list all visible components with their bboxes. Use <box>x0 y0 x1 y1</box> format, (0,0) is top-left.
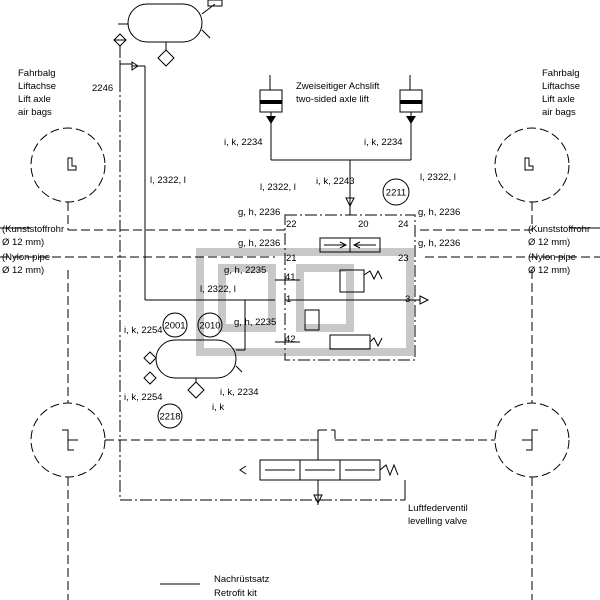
svg-text:Zweiseitiger Achslift: Zweiseitiger Achslift <box>296 81 380 92</box>
axle-lift-cylinder-left <box>259 75 283 160</box>
svg-text:Nachrüstsatz: Nachrüstsatz <box>214 574 270 585</box>
label-legend: Nachrüstsatz Retrofit kit <box>214 574 270 599</box>
code-l2322-vert: l, 2322, l <box>150 175 186 186</box>
label-axle-lift: Zweiseitiger Achslift two-sided axle lif… <box>296 81 380 105</box>
svg-text:2211: 2211 <box>386 188 406 199</box>
svg-text:Lift axle: Lift axle <box>542 94 575 105</box>
svg-text:(Kunststoffrohr: (Kunststoffrohr <box>528 224 590 235</box>
svg-text:Retrofit kit: Retrofit kit <box>214 588 257 599</box>
port-20: 20 <box>358 219 369 230</box>
code-ik2254-a: i, k, 2254 <box>124 325 163 336</box>
code-l2322-right: l, 2322, l <box>420 172 456 183</box>
reservoir-tank <box>143 300 246 399</box>
svg-text:Liftachse: Liftachse <box>18 81 56 92</box>
code-l2322-left: l, 2322, l <box>260 182 296 193</box>
code-gh2235-a: g, h, 2235 <box>224 265 266 276</box>
code-l2322-mid: l, 2322, l <box>200 284 236 295</box>
top-air-tank <box>113 0 223 67</box>
svg-text:Ø 12 mm): Ø 12 mm) <box>528 237 570 248</box>
svg-text:2218: 2218 <box>159 412 180 423</box>
code-ik2234-left: i, k, 2234 <box>224 137 263 148</box>
port-24: 24 <box>398 219 409 230</box>
right-lift-air-bag <box>420 127 570 231</box>
marker-2001: 2001 <box>162 312 188 338</box>
label-pipe-left: (Kunststoffrohr Ø 12 mm) (Nylon pipe Ø 1… <box>2 224 64 276</box>
label-fahrbalg-left: Fahrbalg Liftachse Lift axle air bags <box>18 68 56 118</box>
label-fahrbalg-right: Fahrbalg Liftachse Lift axle air bags <box>542 68 580 118</box>
code-gh2235-b: g, h, 2235 <box>234 317 276 328</box>
axle-lift-cylinder-right <box>399 75 423 160</box>
code-ik: i, k <box>212 402 224 413</box>
svg-text:two-sided axle lift: two-sided axle lift <box>296 94 369 105</box>
code-ik2243: i, k, 2243 <box>316 176 355 187</box>
svg-text:(Nylon pipe: (Nylon pipe <box>528 252 576 263</box>
svg-text:2001: 2001 <box>164 321 185 332</box>
port-3: 3 <box>405 294 410 305</box>
svg-text:air bags: air bags <box>18 107 52 118</box>
watermark <box>196 248 414 356</box>
marker-2010: 2010 <box>197 312 223 338</box>
svg-text:Luftfederventil: Luftfederventil <box>408 503 468 514</box>
code-ik2234-tank: i, k, 2234 <box>220 387 259 398</box>
svg-text:Ø 12 mm): Ø 12 mm) <box>528 265 570 276</box>
code-2246: 2246 <box>92 83 113 94</box>
code-gh2236-c: g, h, 2236 <box>238 238 280 249</box>
code-gh2236-b: g, h, 2236 <box>418 207 460 218</box>
marker-2218: 2218 <box>157 403 183 429</box>
port-41: 41 <box>285 272 296 283</box>
svg-text:Lift axle: Lift axle <box>18 94 51 105</box>
port-22: 22 <box>286 219 297 230</box>
port-21: 21 <box>286 253 297 264</box>
svg-text:Fahrbalg: Fahrbalg <box>542 68 580 79</box>
levelling-valve <box>239 430 406 505</box>
port-1: 1 <box>286 294 291 305</box>
code-ik2234-right: i, k, 2234 <box>364 137 403 148</box>
code-gh2236-d: g, h, 2236 <box>418 238 460 249</box>
svg-text:2010: 2010 <box>199 321 220 332</box>
label-levelling-valve: Luftfederventil levelling valve <box>408 503 468 527</box>
svg-text:Ø 12 mm): Ø 12 mm) <box>2 265 44 276</box>
left-lower-air-bag <box>30 270 310 600</box>
code-ik2254-b: i, k, 2254 <box>124 392 163 403</box>
label-pipe-right: (Kunststoffrohr Ø 12 mm) (Nylon pipe Ø 1… <box>528 224 590 276</box>
svg-text:levelling valve: levelling valve <box>408 516 467 527</box>
svg-text:(Kunststoffrohr: (Kunststoffrohr <box>2 224 64 235</box>
svg-text:(Nylon pipe: (Nylon pipe <box>2 252 50 263</box>
port-23: 23 <box>398 253 409 264</box>
port-42: 42 <box>285 334 296 345</box>
valve-block <box>275 214 430 361</box>
right-lower-air-bag <box>335 270 570 600</box>
svg-text:Ø 12 mm): Ø 12 mm) <box>2 237 44 248</box>
marker-2211: 2211 <box>382 178 410 206</box>
code-gh2236-a: g, h, 2236 <box>238 207 280 218</box>
svg-text:Liftachse: Liftachse <box>542 81 580 92</box>
svg-text:Fahrbalg: Fahrbalg <box>18 68 56 79</box>
left-lift-air-bag <box>30 127 285 231</box>
svg-text:air bags: air bags <box>542 107 576 118</box>
